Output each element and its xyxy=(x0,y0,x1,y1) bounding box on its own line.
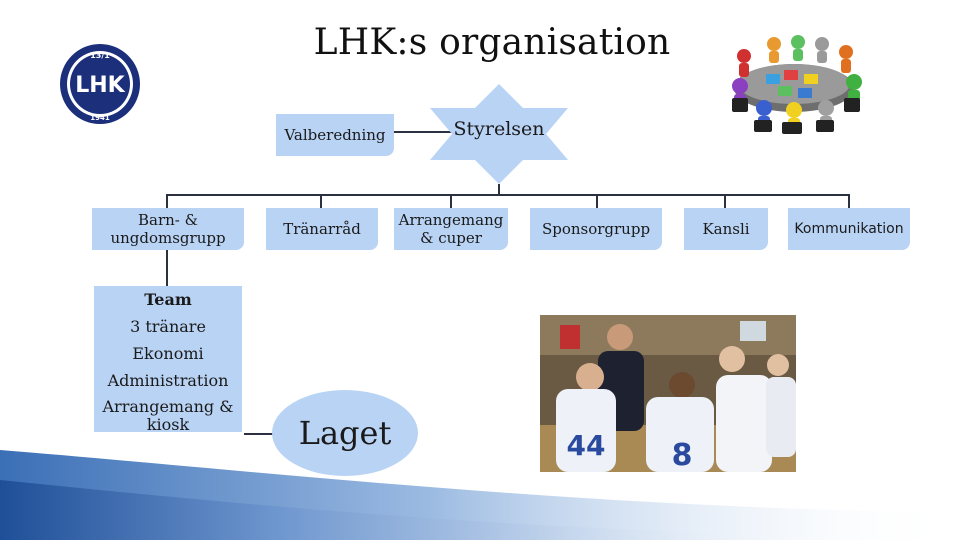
svg-text:44: 44 xyxy=(567,429,606,462)
logo-bottom-text: 1941 xyxy=(90,114,110,122)
footer-wave xyxy=(0,450,960,540)
team-item: 3 tränare xyxy=(130,317,206,336)
team-heading: Team xyxy=(144,290,192,309)
valberedning-box: Valberedning xyxy=(276,114,394,156)
connector-drop-3 xyxy=(450,194,452,208)
group-box-kommunikation: Kommunikation xyxy=(788,208,910,250)
group-box-tranarrad: Tränarråd xyxy=(266,208,378,250)
connector-valberedning-styrelsen xyxy=(394,131,454,133)
group-box-kansli: Kansli xyxy=(684,208,768,250)
group-label: Arrangemang & cuper xyxy=(398,211,504,247)
connector-styrelsen-down xyxy=(498,184,500,194)
group-label: Kommunikation xyxy=(794,221,904,237)
logo-top-text: 13/1 xyxy=(90,51,110,60)
connector-drop-1 xyxy=(166,194,168,208)
page-title: LHK:s organisation xyxy=(313,22,671,63)
valberedning-label: Valberedning xyxy=(284,126,386,144)
jersey-number: 8 xyxy=(672,438,693,472)
meeting-table-illustration xyxy=(732,35,862,134)
group-label: Kansli xyxy=(702,220,750,238)
connector-drop-5 xyxy=(724,194,726,208)
team-box: Team 3 tränare Ekonomi Administration Ar… xyxy=(94,286,242,434)
team-item: Administration xyxy=(107,371,229,390)
group-label: Barn- & ungdomsgrupp xyxy=(110,211,226,247)
styrelsen-label: Styrelsen xyxy=(453,118,545,140)
team-item: Ekonomi xyxy=(132,344,204,363)
group-box-arrangemang: Arrangemang & cuper xyxy=(394,208,508,250)
team-photo: 44 8 xyxy=(540,315,796,472)
logo-main-text: LHK xyxy=(75,73,125,98)
connector-barn-team xyxy=(166,250,168,286)
group-label: Tränarråd xyxy=(283,220,361,238)
laget-label: Laget xyxy=(298,414,392,452)
connector-drop-2 xyxy=(320,194,322,208)
group-box-sponsorgrupp: Sponsorgrupp xyxy=(530,208,662,250)
laget-oval: Laget xyxy=(272,390,418,476)
connector-horizontal-bus xyxy=(166,194,850,196)
group-box-barn-ungdom: Barn- & ungdomsgrupp xyxy=(92,208,244,250)
team-item: Arrangemang & kiosk xyxy=(102,397,234,434)
group-label: Sponsorgrupp xyxy=(541,220,651,238)
lhk-logo: 13/1 LHK 1941 xyxy=(60,44,140,124)
connector-drop-4 xyxy=(596,194,598,208)
styrelsen-star xyxy=(430,84,568,184)
connector-team-laget xyxy=(244,433,274,435)
connector-drop-6 xyxy=(848,194,850,208)
